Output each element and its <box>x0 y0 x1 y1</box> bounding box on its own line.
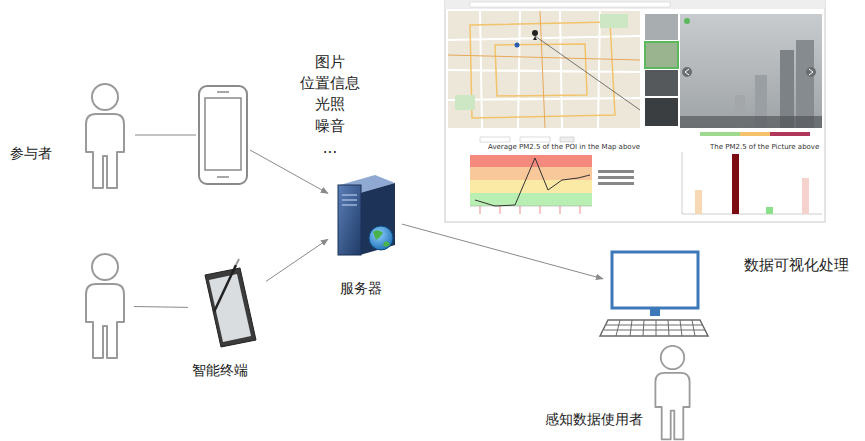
person-icon <box>86 254 124 358</box>
annotation-text: 位置信息 <box>290 74 370 92</box>
monitor-box <box>603 248 707 338</box>
chart-title: Average PM2.5 of the POI in the Map abov… <box>488 143 640 151</box>
link-line <box>135 135 196 136</box>
tablet-icon <box>205 259 256 347</box>
person-figure: 感知数据使用者 <box>540 345 700 440</box>
annotation-text: ... <box>290 139 370 157</box>
flow-arrow <box>402 224 603 279</box>
web-screenshot <box>445 0 825 222</box>
person-icon <box>655 346 689 440</box>
server-box: 服务器 <box>328 168 402 260</box>
node-label: 参与者 <box>10 145 52 162</box>
server-icon <box>338 175 395 255</box>
node-label: 智能终端 <box>192 362 248 379</box>
annotation-text: 图片 <box>290 53 370 71</box>
link-line <box>134 306 188 308</box>
node-label: 感知数据使用者 <box>545 411 643 428</box>
person-figure <box>72 250 134 362</box>
annotation-text: 噪音 <box>290 117 370 135</box>
flow-arrow <box>266 239 328 281</box>
monitor-icon <box>600 252 708 336</box>
person-icon <box>86 84 124 188</box>
person-figure: 参与者 <box>5 80 135 190</box>
tablet-device: 智能终端 <box>188 258 266 358</box>
chart-title: The PM2.5 of the Picture above <box>710 143 819 151</box>
node-label: 服务器 <box>340 280 382 297</box>
phone-device <box>196 85 250 185</box>
annotation-text: 数据可视化处理 <box>744 256 849 274</box>
phone-icon <box>199 86 247 184</box>
flow-arrow <box>250 150 328 193</box>
annotation-text: 光照 <box>290 95 370 113</box>
